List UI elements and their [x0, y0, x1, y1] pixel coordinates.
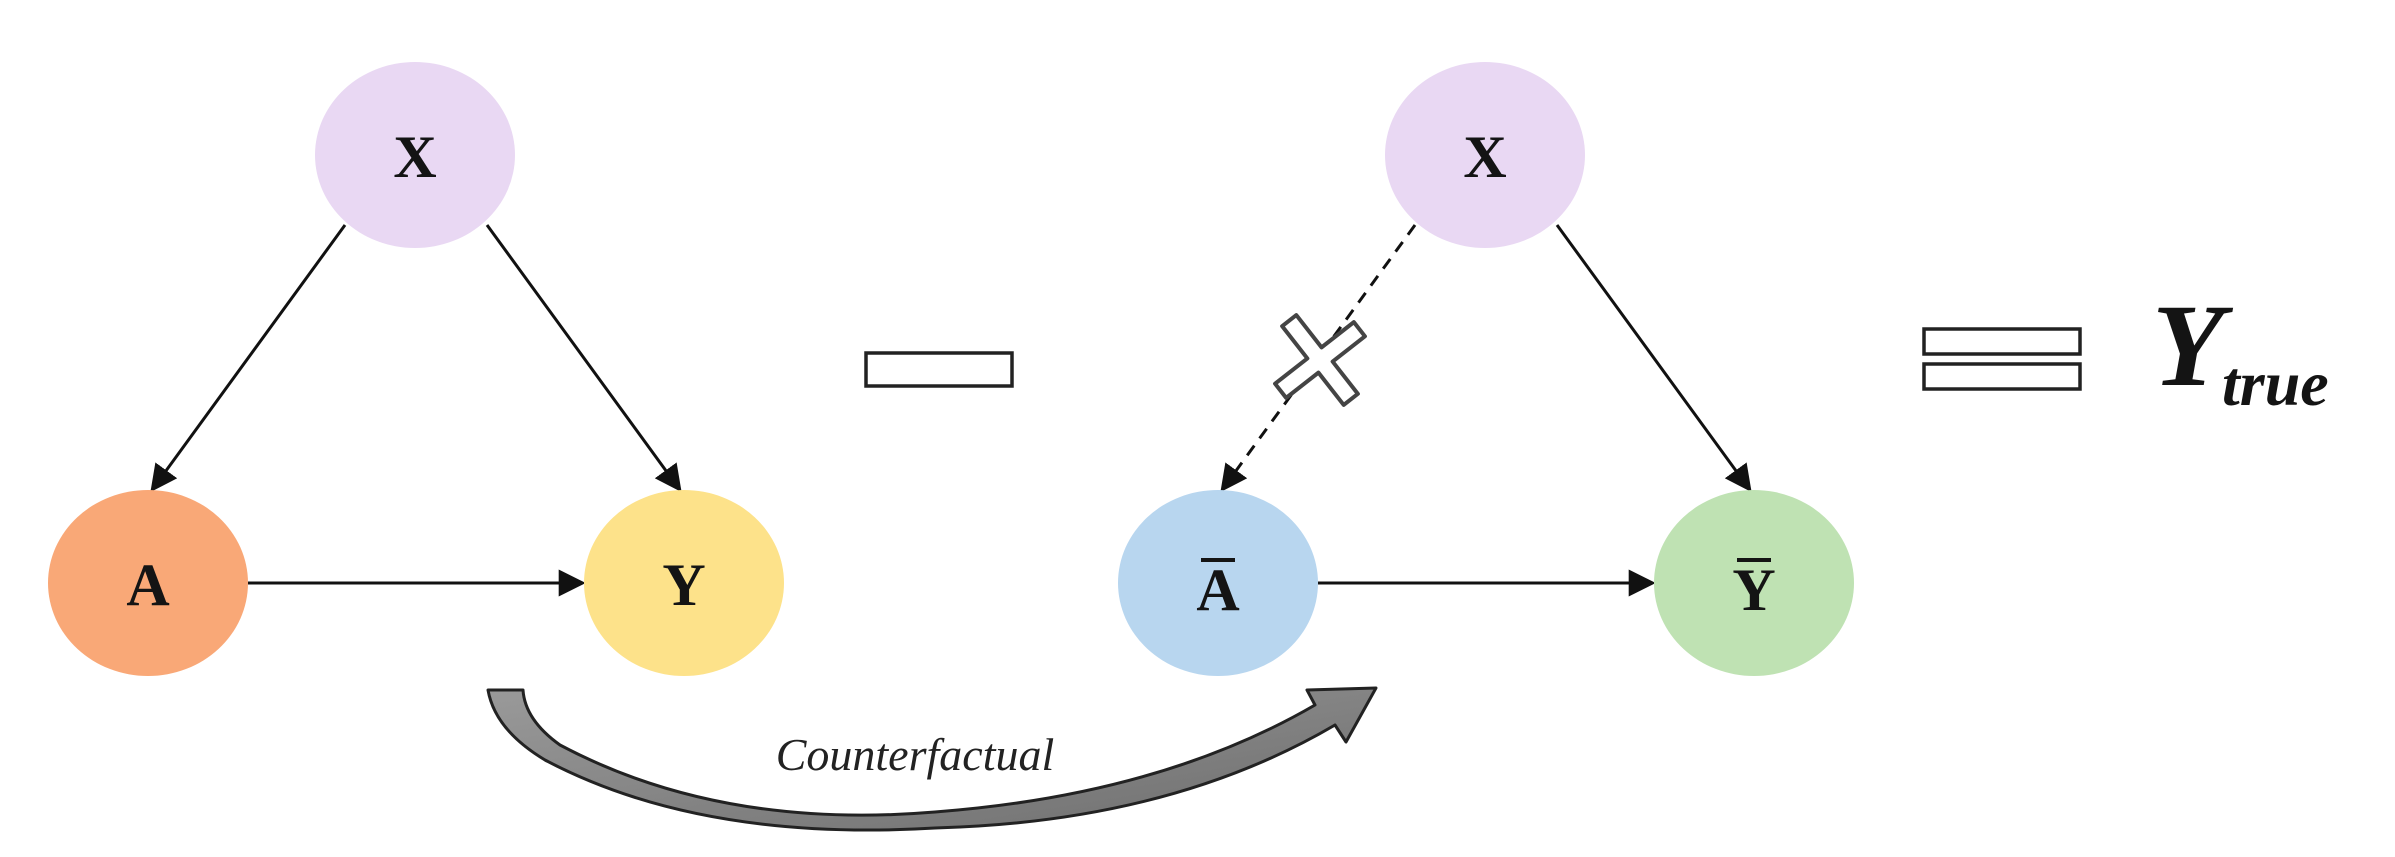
node-x: [315, 62, 515, 248]
edge-x-to-a: [150, 224, 347, 493]
node-y-label: Y: [662, 552, 705, 618]
counterfactual-label: Counterfactual: [776, 729, 1055, 780]
left-causal-graph: X A Y: [48, 62, 784, 676]
equals-icon: [1922, 327, 2082, 391]
node-y: [584, 490, 784, 676]
y-true-subscript: true: [2222, 348, 2329, 419]
edge-x-to-y: [485, 224, 682, 493]
node-a-bar-label: A: [1196, 557, 1239, 623]
node-a-bar: [1118, 490, 1318, 676]
node-a: [48, 490, 248, 676]
node-y-bar-label: Y: [1732, 557, 1775, 623]
minus-icon: [864, 351, 1014, 388]
node-x-intervened: [1385, 62, 1585, 248]
blocked-edge-x-to-a-bar: [1220, 224, 1417, 493]
node-a-label: A: [126, 552, 169, 618]
node-y-bar: [1654, 490, 1854, 676]
y-true-result: Y true: [2152, 280, 2329, 419]
edge-x-to-y-bar: [1555, 224, 1752, 493]
node-x-intervened-label: X: [1463, 124, 1506, 190]
cross-icon: [1273, 313, 1367, 407]
right-causal-graph: X A Y: [1118, 62, 1854, 676]
node-x-label: X: [393, 124, 436, 190]
y-true-main: Y: [2152, 280, 2234, 411]
counterfactual-arrow: [486, 686, 1378, 832]
